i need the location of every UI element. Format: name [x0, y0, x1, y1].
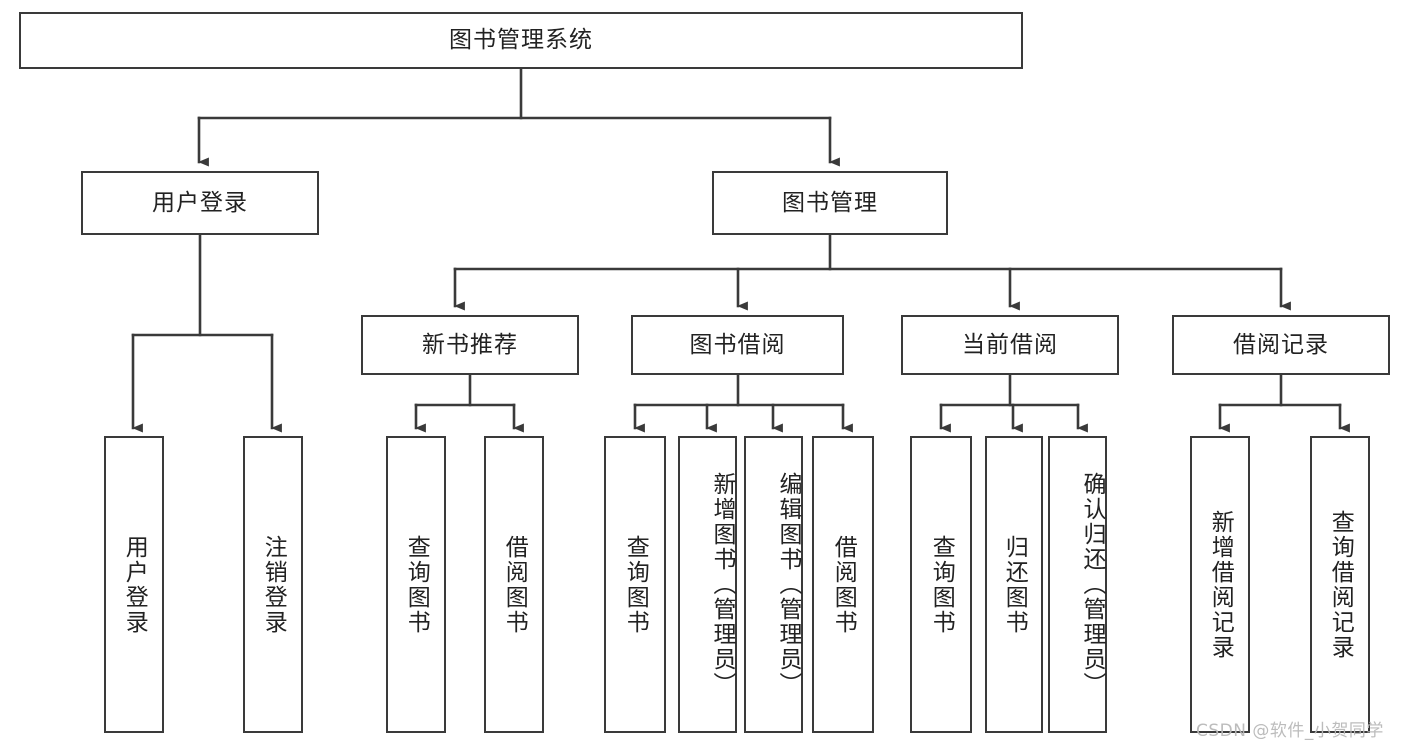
- leaf-add-borrow-record[interactable]: 新增借阅记录: [1190, 436, 1250, 733]
- node-root[interactable]: 图书管理系统: [19, 12, 1023, 69]
- leaf-label: 查询图书: [928, 534, 955, 635]
- node-user-login[interactable]: 用户登录: [81, 171, 319, 235]
- leaf-query-books-borrow[interactable]: 查询图书: [604, 436, 666, 733]
- leaf-label: 查询借阅记录: [1327, 509, 1354, 660]
- leaf-label: 借阅图书: [830, 534, 857, 635]
- leaf-label: 用户登录: [121, 534, 148, 635]
- node-book-management-label: 图书管理: [782, 189, 878, 216]
- leaf-edit-book-admin[interactable]: 编辑图书（管理员）: [744, 436, 803, 733]
- leaf-return-book[interactable]: 归还图书: [985, 436, 1043, 733]
- node-borrow-records[interactable]: 借阅记录: [1172, 315, 1390, 375]
- node-borrow-records-label: 借阅记录: [1233, 331, 1329, 358]
- node-root-label: 图书管理系统: [449, 27, 593, 54]
- leaf-label: 新增借阅记录: [1207, 509, 1234, 660]
- leaf-query-books-new[interactable]: 查询图书: [386, 436, 446, 733]
- leaf-label: 确认归还（管理员）: [1079, 472, 1105, 697]
- node-user-login-label: 用户登录: [152, 189, 248, 216]
- node-book-borrow[interactable]: 图书借阅: [631, 315, 844, 375]
- leaf-query-borrow-record[interactable]: 查询借阅记录: [1310, 436, 1370, 733]
- node-book-borrow-label: 图书借阅: [689, 331, 786, 358]
- leaf-borrow-books-new[interactable]: 借阅图书: [484, 436, 544, 733]
- leaf-label: 查询图书: [403, 534, 430, 635]
- leaf-label: 注销登录: [260, 534, 287, 635]
- leaf-lend-book[interactable]: 借阅图书: [812, 436, 874, 733]
- node-book-management[interactable]: 图书管理: [712, 171, 948, 235]
- leaf-label: 归还图书: [1001, 534, 1028, 635]
- leaf-logout[interactable]: 注销登录: [243, 436, 303, 733]
- leaf-label: 借阅图书: [501, 534, 528, 635]
- leaf-label: 新增图书（管理员）: [709, 472, 735, 697]
- node-new-book-recommend-label: 新书推荐: [422, 331, 518, 358]
- leaf-confirm-return-admin[interactable]: 确认归还（管理员）: [1048, 436, 1107, 733]
- node-current-borrow-label: 当前借阅: [962, 331, 1058, 358]
- leaf-user-login[interactable]: 用户登录: [104, 436, 164, 733]
- node-new-book-recommend[interactable]: 新书推荐: [361, 315, 579, 375]
- node-current-borrow[interactable]: 当前借阅: [901, 315, 1119, 375]
- leaf-label: 查询图书: [622, 534, 649, 635]
- leaf-query-books-current[interactable]: 查询图书: [910, 436, 972, 733]
- leaf-label: 编辑图书（管理员）: [775, 472, 801, 697]
- csdn-watermark: CSDN @软件_小贺同学: [1196, 721, 1384, 741]
- leaf-add-book-admin[interactable]: 新增图书（管理员）: [678, 436, 737, 733]
